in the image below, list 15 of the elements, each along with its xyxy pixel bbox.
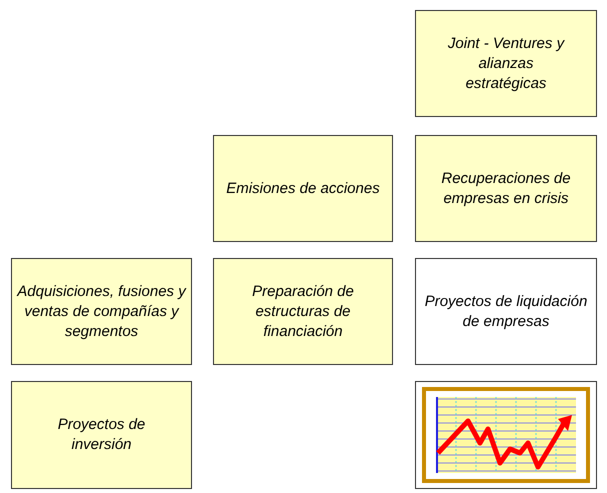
- box-text: Joint - Ventures y alianzas estratégicas: [446, 34, 566, 94]
- box-text: Proyectos de inversión: [56, 415, 146, 455]
- box-text: Preparación de estructuras de financiación: [251, 282, 355, 342]
- box-text: Recuperaciones de empresas en crisis: [440, 168, 572, 208]
- text-box: [415, 10, 597, 117]
- text-box: [11, 381, 192, 489]
- picture-box: [415, 381, 597, 489]
- box-text: Adquisiciones, fusiones y ventas de compañías y segmentos: [16, 282, 187, 342]
- text-box: [415, 258, 597, 365]
- text-box: [213, 135, 393, 242]
- text-box: [415, 135, 597, 242]
- box-text: Emisiones de acciones: [226, 178, 380, 198]
- text-box: [11, 258, 192, 365]
- box-text: Proyectos de liquidación de empresas: [424, 292, 588, 332]
- text-box: [213, 258, 393, 365]
